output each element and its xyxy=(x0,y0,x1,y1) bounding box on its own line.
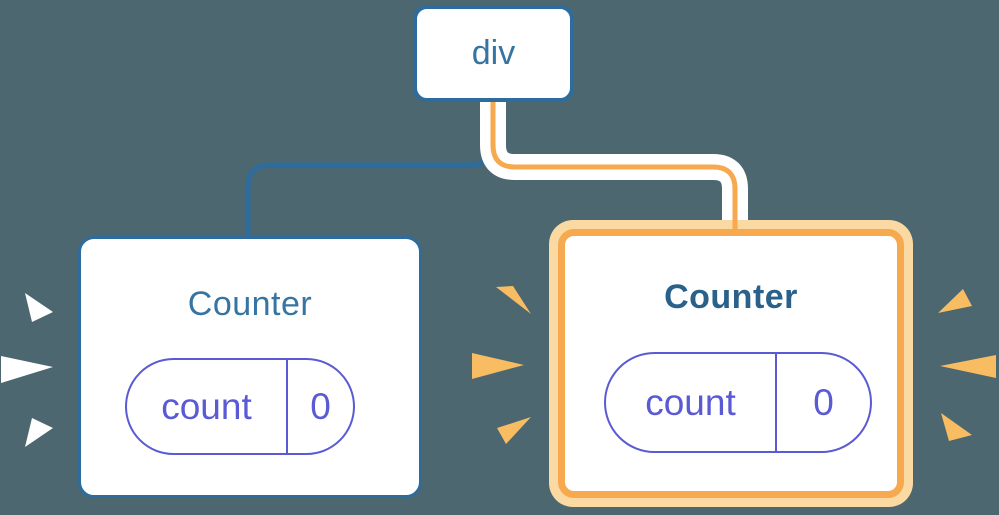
component-title: Counter xyxy=(187,285,313,323)
spark-icon xyxy=(497,417,531,444)
state-value: 0 xyxy=(813,381,834,423)
state-key: count xyxy=(127,360,288,453)
right-counter-right-sparks-icon xyxy=(938,289,996,441)
spark-icon xyxy=(938,289,972,313)
left-counter-sparks-icon xyxy=(1,293,53,447)
spark-icon xyxy=(940,355,996,378)
spark-icon xyxy=(25,293,53,322)
spark-icon xyxy=(1,356,53,383)
spark-icon xyxy=(25,418,53,447)
state-value: 0 xyxy=(310,385,331,427)
right-counter-left-sparks-icon xyxy=(472,286,531,444)
state-pill-left: count 0 xyxy=(125,358,355,455)
spark-icon xyxy=(496,286,531,314)
root-node-label: div xyxy=(471,34,516,72)
component-title: Counter xyxy=(664,278,798,316)
spark-icon xyxy=(472,353,524,379)
state-pill-right: count 0 xyxy=(604,352,872,453)
state-key: count xyxy=(606,354,777,451)
root-node: div xyxy=(413,5,574,102)
spark-icon xyxy=(941,413,972,441)
edge-root-to-right-counter xyxy=(490,100,738,235)
edge-root-to-left-counter xyxy=(245,101,496,240)
